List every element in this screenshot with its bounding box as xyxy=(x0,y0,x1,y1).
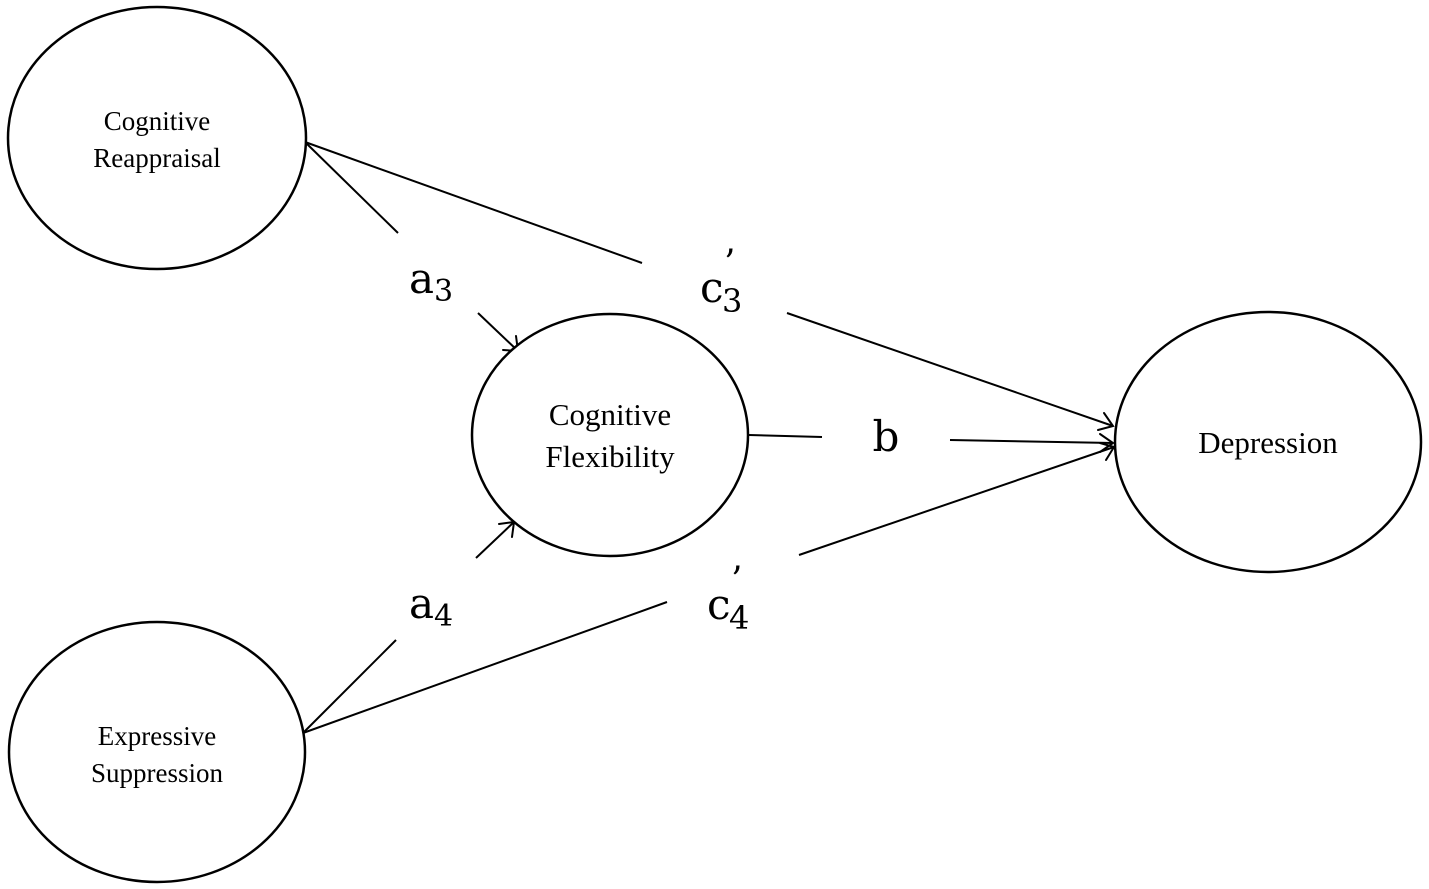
path-label-subscript: 3 xyxy=(722,282,742,320)
path-label-prime: ’ xyxy=(731,560,742,601)
node-label: Depression xyxy=(1198,425,1338,460)
path-label-a3: a3 xyxy=(409,254,453,309)
path-label-prime: ’ xyxy=(724,243,735,284)
edge-b xyxy=(748,433,1115,453)
path-label-subscript: 4 xyxy=(434,599,453,634)
path-label-c3-prime: c ’ 3 xyxy=(700,243,742,320)
edge-a3 xyxy=(304,141,520,353)
node-cognitive-flexibility: Cognitive Flexibility xyxy=(470,312,750,558)
node-depression: Depression xyxy=(1113,310,1423,574)
node-label-line2: Flexibility xyxy=(545,439,675,474)
node-label-line1: Cognitive xyxy=(104,106,211,136)
path-label-subscript: 3 xyxy=(434,274,453,309)
node-cognitive-reappraisal: Cognitive Reappraisal xyxy=(6,5,308,271)
path-label-base: a xyxy=(409,579,434,628)
arrowhead-icon xyxy=(1097,412,1115,431)
node-label-line2: Reappraisal xyxy=(93,143,220,173)
path-label-base: c xyxy=(700,263,724,312)
path-label-base: c xyxy=(707,580,731,629)
node-label-line1: Expressive xyxy=(98,721,216,751)
path-label-subscript: 4 xyxy=(729,599,749,637)
edge-c3-prime xyxy=(304,141,1115,431)
path-label-base: a xyxy=(409,254,434,303)
arrowhead-icon xyxy=(1099,433,1115,453)
path-label-a4: a4 xyxy=(409,579,453,634)
path-label-b: b xyxy=(873,412,900,461)
path-label-c4-prime: c ’ 4 xyxy=(707,560,749,637)
node-label-line2: Suppression xyxy=(91,758,224,788)
node-expressive-suppression: Expressive Suppression xyxy=(7,620,307,884)
node-label-line1: Cognitive xyxy=(549,397,671,432)
